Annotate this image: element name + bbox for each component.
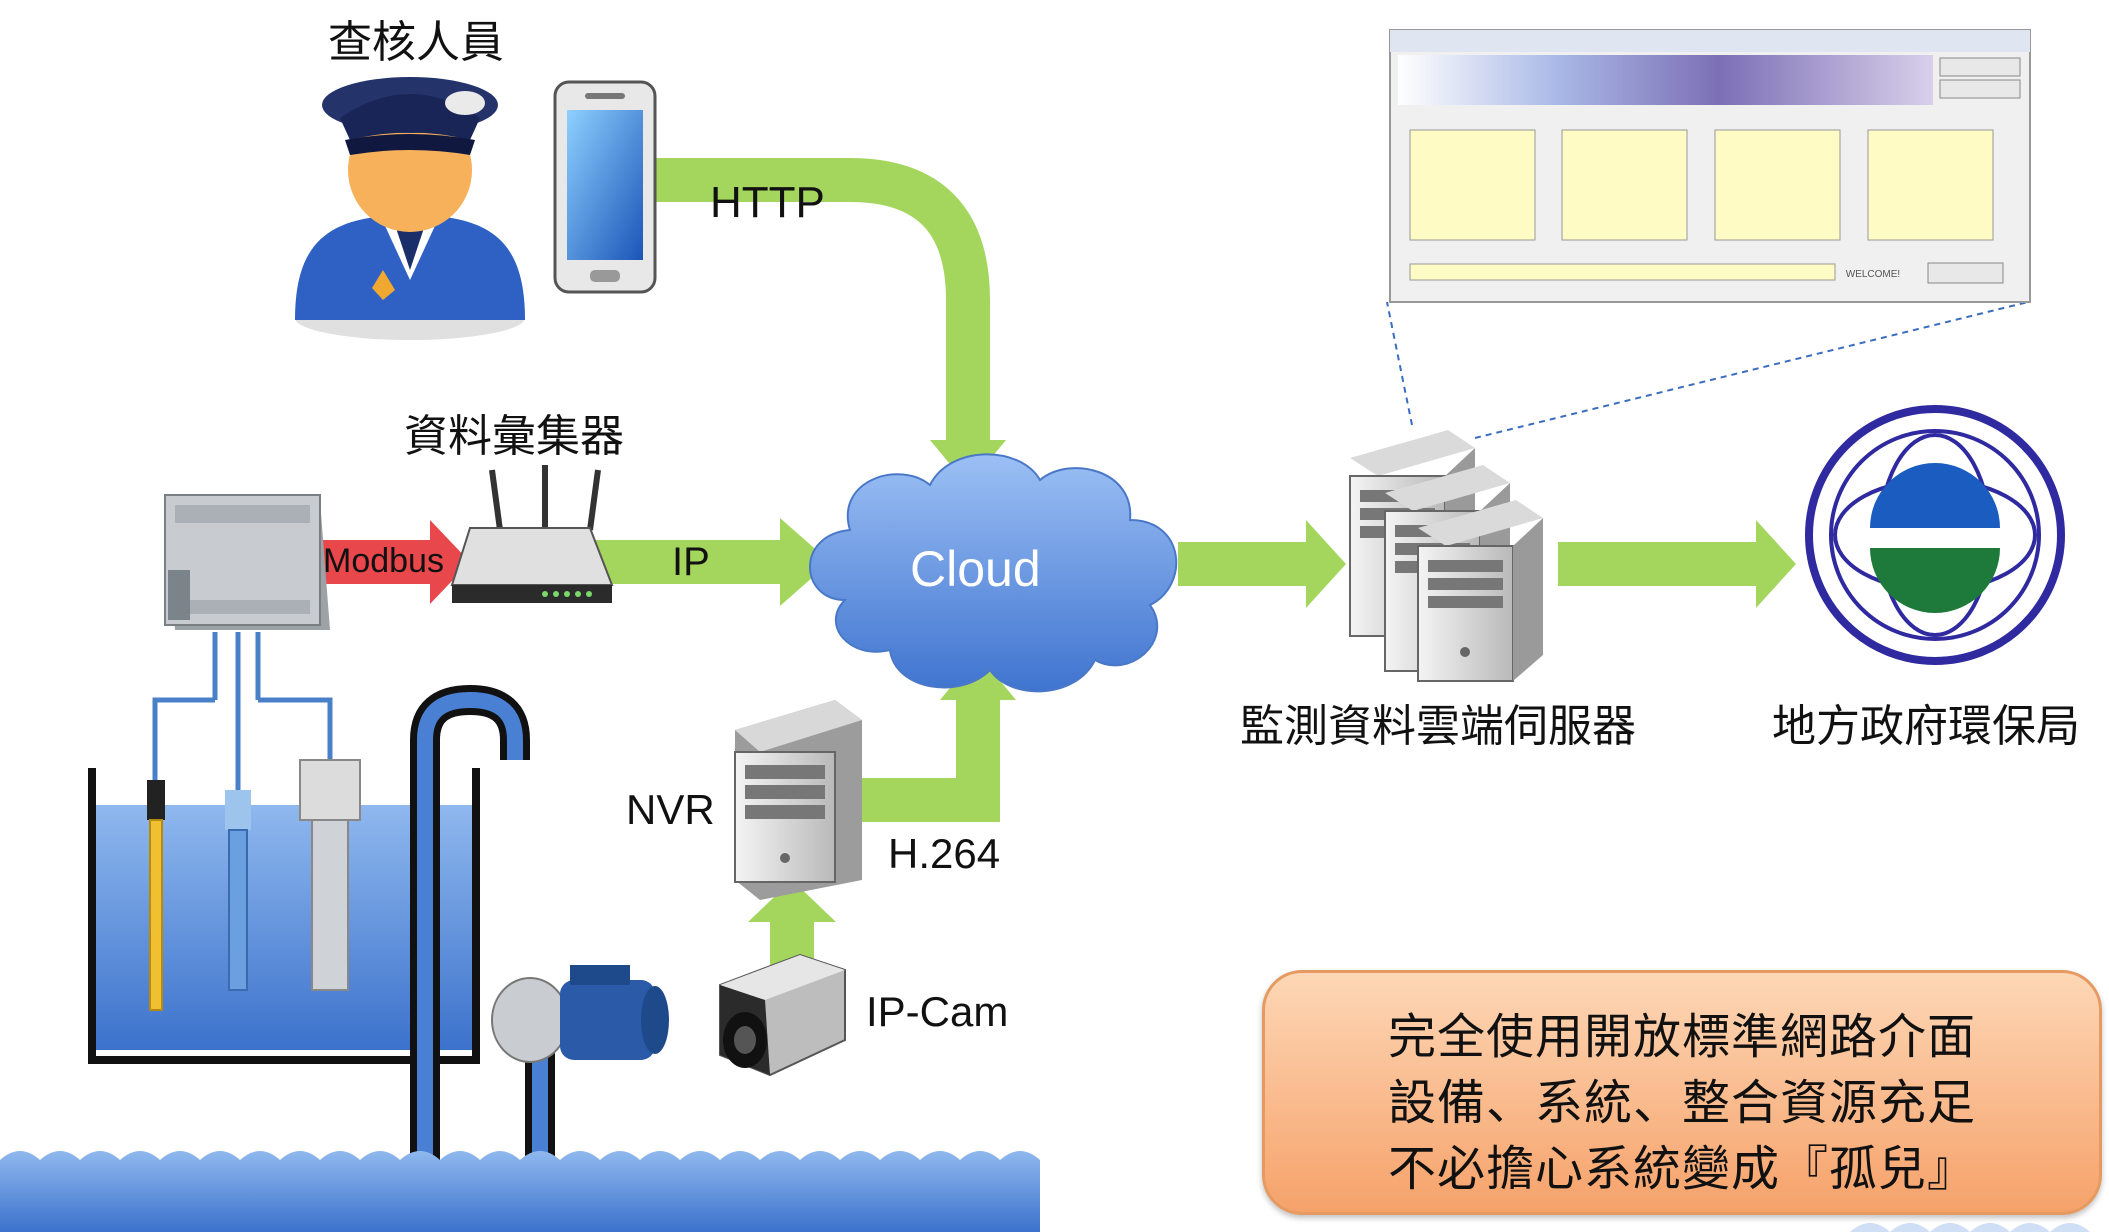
- ipcam-label: IP-Cam: [866, 988, 1009, 1035]
- server-cluster-icon: [1349, 430, 1543, 682]
- cloud-label: Cloud: [910, 541, 1041, 597]
- server-to-agency-arrow: [1558, 520, 1796, 608]
- http-arrow: [648, 158, 1006, 486]
- inspector-label: 查核人員: [328, 17, 504, 68]
- zoom-lines: [1386, 301, 2029, 439]
- note-line-1: 完全使用開放標準網路介面: [1387, 1009, 1976, 1065]
- collector-label: 資料彙集器: [404, 411, 624, 462]
- app-screenshot: WELCOME!: [1389, 29, 2031, 303]
- h264-label: H.264: [888, 830, 1001, 877]
- modbus-arrow: [322, 520, 470, 604]
- http-label: HTTP: [710, 178, 825, 227]
- plc-module-icon: [164, 494, 330, 700]
- sensor-probe-icon: [147, 759, 361, 1011]
- note-line-3: 不必擔心系統變成『孤兒』: [1387, 1141, 1976, 1197]
- police-officer-icon: [295, 77, 525, 340]
- river: [0, 1151, 2090, 1232]
- pump-icon: [491, 965, 669, 1063]
- ip-label: IP: [672, 540, 710, 584]
- cloud-to-server-arrow: [1178, 520, 1346, 608]
- router-icon: [450, 465, 614, 603]
- note-box: 完全使用開放標準網路介面 設備、系統、整合資源充足 不必擔心系統變成『孤兒』: [1262, 970, 2102, 1215]
- server-label: 監測資料雲端伺服器: [1240, 701, 1636, 752]
- cloud-icon: [809, 453, 1178, 693]
- modbus-label: Modbus: [323, 542, 444, 580]
- agency-label: 地方政府環保局: [1772, 701, 2080, 752]
- nvr-server-icon: [734, 700, 862, 900]
- ip-arrow: [592, 518, 830, 606]
- screenshot-status-text: WELCOME!: [1846, 269, 1900, 280]
- ip-camera-icon: [719, 953, 846, 1077]
- epa-logo-icon: [1805, 405, 2065, 665]
- note-line-2: 設備、系統、整合資源充足: [1387, 1075, 1976, 1131]
- sensor-wires: [152, 697, 333, 790]
- smartphone-icon: [553, 80, 657, 294]
- nvr-label: NVR: [626, 786, 715, 833]
